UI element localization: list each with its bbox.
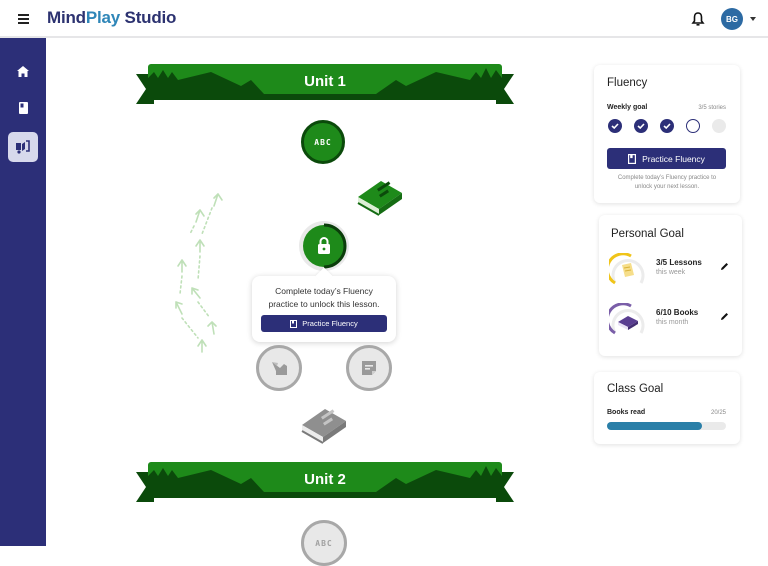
note-line-1: Complete today’s Fluency practice to [617, 175, 717, 181]
unit-title: Unit 1 [304, 73, 346, 90]
books-read-label: Books read [607, 409, 646, 416]
lesson-paper-icon [622, 263, 634, 277]
day-future-circle-icon [712, 119, 726, 133]
purple-book-icon [618, 316, 638, 330]
lesson-map: Unit 1 ABC [46, 40, 590, 566]
goal-value: 3/5 Lessons [656, 258, 702, 267]
forest-banner-graphic [136, 64, 514, 104]
class-progress-fill [607, 422, 703, 430]
weekly-goal-label: Weekly goal [607, 104, 648, 111]
card-title: Personal Goal [611, 228, 684, 240]
avatar-initials: BG [726, 14, 738, 24]
menu-icon[interactable] [18, 14, 29, 24]
day-complete-check-icon [660, 119, 674, 133]
locked-book-node-icon[interactable] [299, 405, 349, 447]
unit-banner-2: Unit 2 [136, 462, 514, 502]
lock-icon [318, 237, 330, 254]
locked-lesson-node[interactable] [299, 221, 349, 271]
practice-fluency-label: Practice Fluency [642, 153, 705, 164]
personal-goal-card: Personal Goal 3/5 Lessons this week 6/1 [599, 215, 742, 356]
abc-label: ABC [314, 137, 332, 147]
sidebar-item-library[interactable] [8, 93, 38, 123]
day-complete-check-icon [634, 119, 648, 133]
tooltip-message: Complete today’s Fluency practice to unl… [252, 276, 396, 311]
sidebar-item-activities[interactable] [8, 132, 38, 162]
goal-row-lessons: 3/5 Lessons this week [609, 253, 734, 287]
brand-text-studio: Studio [120, 8, 177, 27]
card-title: Fluency [607, 77, 648, 89]
app-logo: MindPlay Studio [47, 8, 176, 28]
unit-title: Unit 2 [304, 471, 346, 488]
goal-period: this month [656, 319, 689, 326]
edit-pencil-icon[interactable] [720, 312, 729, 321]
unit-banner-1: Unit 1 [136, 64, 514, 104]
top-app-bar: MindPlay Studio BG [0, 0, 768, 38]
bell-icon[interactable] [691, 11, 705, 27]
note-icon [362, 361, 376, 375]
note-line-2: unlock your next lesson. [634, 184, 700, 190]
tooltip-line-2: practice to unlock this lesson. [268, 299, 380, 309]
writing-activity-icon [272, 362, 287, 375]
day-complete-check-icon [608, 119, 622, 133]
brand-text-mind: Mind [47, 8, 86, 27]
book-icon [628, 153, 637, 164]
lesson-node-abc[interactable]: ABC [301, 120, 345, 164]
locked-lesson-node-abc[interactable]: ABC [301, 520, 347, 566]
goal-row-books: 6/10 Books this month [609, 303, 734, 337]
reading-activity-icon [16, 140, 30, 154]
card-title: Class Goal [607, 383, 664, 395]
book-node-icon[interactable] [355, 177, 405, 219]
forest-banner-graphic [136, 462, 514, 502]
unlock-tooltip: Complete today’s Fluency practice to unl… [252, 267, 396, 342]
chevron-down-icon[interactable] [750, 17, 756, 21]
locked-activity-node-notes[interactable] [346, 345, 392, 391]
class-progress-bar [607, 422, 726, 430]
class-goal-card: Class Goal Books read 20/25 [594, 372, 740, 444]
brand-text-play: Play [85, 8, 121, 27]
goal-value: 6/10 Books [656, 308, 699, 317]
sidebar-item-home[interactable] [8, 56, 38, 86]
books-read-value: 20/25 [710, 410, 726, 416]
home-icon [17, 65, 29, 77]
book-icon [18, 102, 28, 114]
weekly-goal-value: 3/5 stories [698, 105, 726, 111]
practice-fluency-button[interactable]: Practice Fluency [607, 148, 726, 169]
goal-period: this week [656, 269, 686, 276]
book-icon [290, 319, 298, 328]
lessons-progress-ring [609, 253, 645, 285]
day-current-circle-icon [686, 119, 700, 133]
sidebar [0, 38, 46, 546]
fluency-card: Fluency Weekly goal 3/5 stories Practice… [594, 65, 740, 203]
books-progress-ring [609, 303, 645, 335]
user-avatar[interactable]: BG [721, 8, 743, 30]
tooltip-button-label: Practice Fluency [302, 319, 358, 328]
tooltip-line-1: Complete today’s Fluency [275, 286, 373, 296]
footprints-trail-decoration [175, 193, 223, 353]
tooltip-practice-fluency-button[interactable]: Practice Fluency [261, 315, 387, 332]
edit-pencil-icon[interactable] [720, 262, 729, 271]
abc-label: ABC [315, 538, 333, 548]
locked-activity-node-writing[interactable] [256, 345, 302, 391]
fluency-note: Complete today’s Fluency practice to unl… [602, 174, 732, 192]
